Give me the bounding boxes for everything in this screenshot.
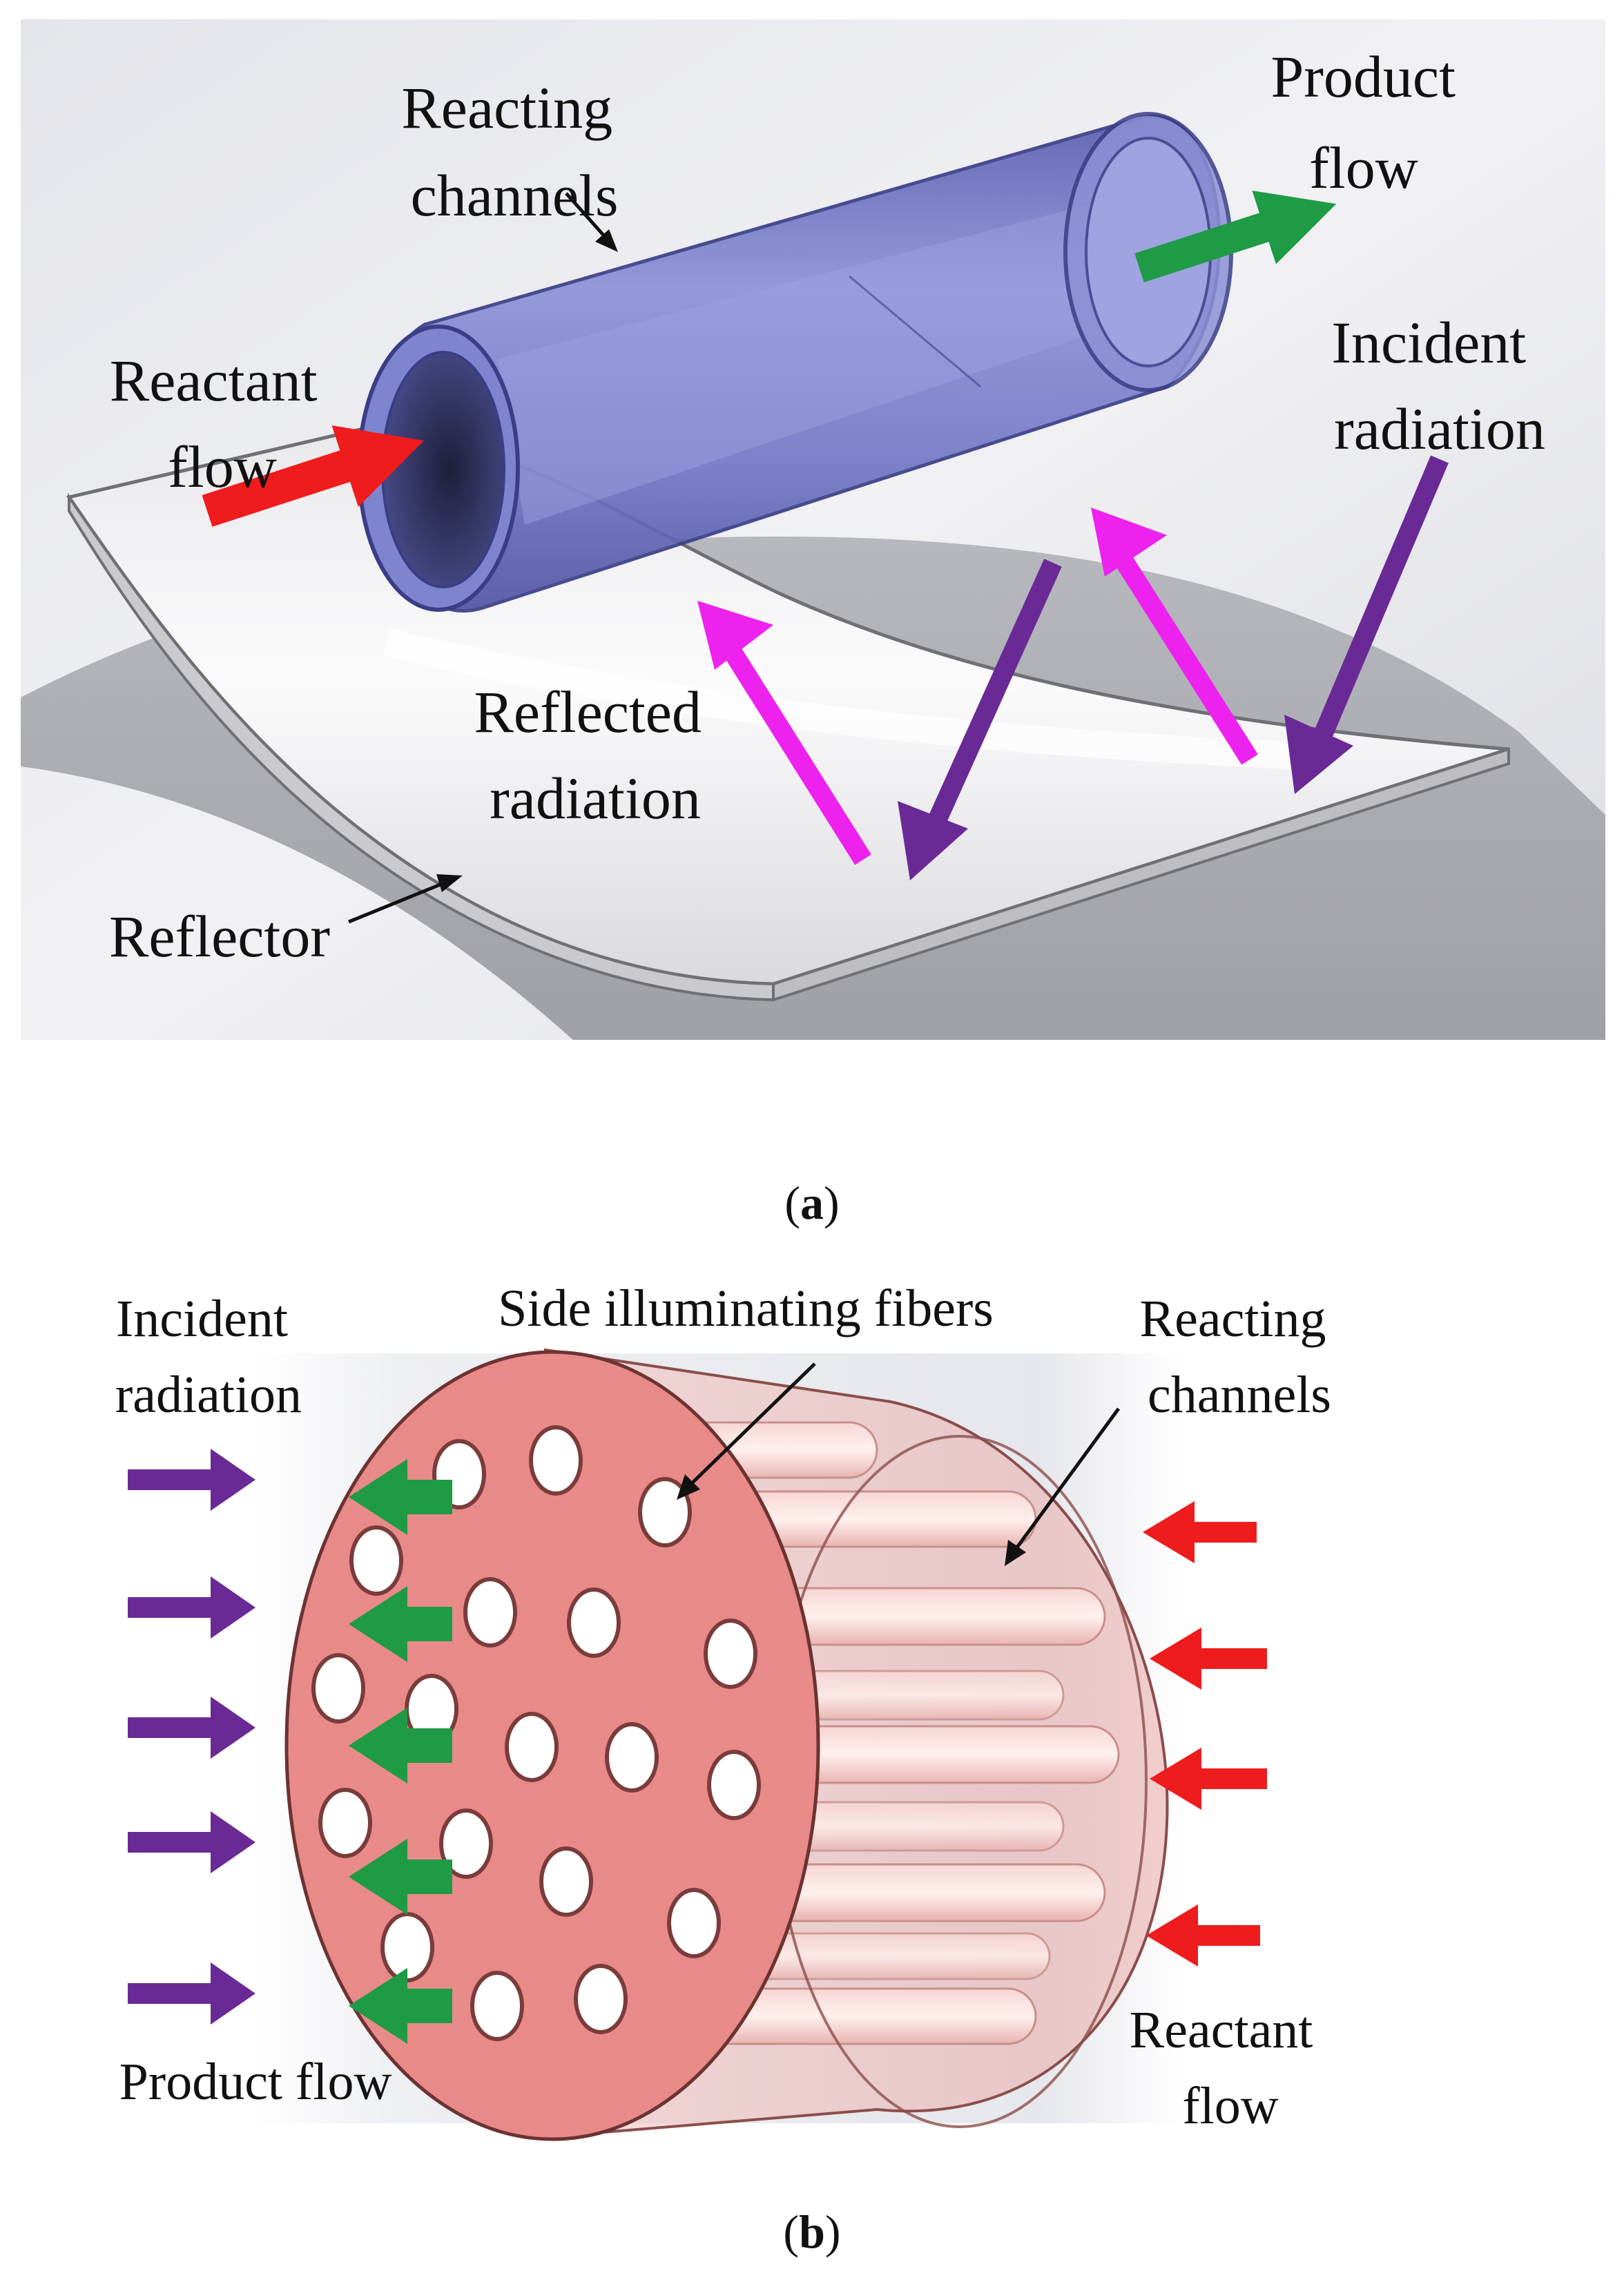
label-reflected-radiation: Reflected radiation	[474, 679, 717, 831]
leader-arrow-reacting-channels-b	[1005, 1407, 1121, 1566]
product-flow-arrow	[349, 1459, 452, 1535]
fiber-opening	[574, 1964, 628, 2034]
leader-arrow-reacting-channels	[565, 192, 618, 252]
incident-radiation-arrow	[128, 1697, 255, 1759]
product-flow-arrow	[349, 1839, 452, 1915]
fiber-opening	[318, 1788, 372, 1858]
fiber-opening	[470, 1971, 524, 2041]
fiber-opening	[529, 1425, 583, 1496]
label-reacting-channels-line1: Reacting	[401, 75, 612, 141]
reactant-flow-arrow	[1150, 1628, 1267, 1690]
product-flow-arrows-b	[349, 1459, 452, 2044]
reactant-flow-arrow	[1146, 1904, 1260, 1967]
caption-a: (a)	[784, 1177, 839, 1229]
caption-b: (b)	[783, 2205, 840, 2258]
incident-radiation-arrows-b	[128, 1449, 255, 2025]
reactant-flow-arrow	[1150, 1748, 1267, 1810]
reactant-flow-arrow	[1143, 1501, 1257, 1563]
label-incident-radiation-b: Incident radiation	[115, 1290, 302, 1424]
fiber-opening	[567, 1587, 621, 1658]
label-reacting-channels-b: Reacting channels	[1139, 1290, 1339, 1424]
fiber-opening	[311, 1653, 365, 1724]
product-flow-arrow	[349, 1586, 452, 1662]
panel-b: Incident radiation Side illuminating fib…	[115, 1280, 1339, 2258]
fiber-opening	[349, 1525, 403, 1596]
label-reactant-flow-a: Reactant flow	[110, 347, 332, 500]
incident-radiation-arrow	[898, 559, 1062, 880]
fiber-openings	[311, 1425, 761, 2041]
incident-radiation-arrow	[1284, 455, 1449, 794]
reactant-flow-arrows-b	[1143, 1501, 1267, 1967]
label-reactant-flow-b: Reactant flow	[1130, 2001, 1326, 2135]
reflected-radiation-arrow	[1091, 508, 1258, 765]
label-reacting-channels: Reacting channels	[401, 75, 627, 229]
incident-radiation-arrow	[128, 1576, 255, 1639]
panel-a: Reacting channels Product flow Reactant …	[21, 19, 1605, 1229]
fiber-opening	[605, 1722, 659, 1793]
fiber-opening	[463, 1577, 517, 1648]
label-reflector: Reflector	[109, 903, 330, 969]
label-product-flow-a: Product flow	[1270, 44, 1470, 201]
label-incident-radiation-a: Incident radiation	[1331, 309, 1545, 462]
fiber-opening	[707, 1750, 761, 1820]
fiber-opening	[539, 1846, 593, 1917]
leader-arrow-reflector	[348, 874, 463, 924]
leader-arrow-fibers	[677, 1362, 816, 1500]
reactant-flow-arrow	[202, 425, 424, 527]
fiber-opening	[439, 1808, 493, 1879]
fiber-opening	[505, 1712, 559, 1782]
product-flow-arrow	[1134, 191, 1337, 282]
fiber-opening	[667, 1888, 721, 1958]
label-product-flow-b: Product flow	[119, 2053, 392, 2111]
label-reacting-channels-line2: channels	[411, 162, 619, 229]
product-flow-arrow	[349, 1968, 452, 2044]
label-side-illuminating-fibers: Side illuminating fibers	[498, 1280, 994, 1338]
tube-inlet-opening	[381, 351, 505, 588]
fiber-opening	[704, 1619, 757, 1689]
incident-radiation-arrow	[128, 1962, 255, 2025]
incident-radiation-arrow	[128, 1811, 255, 1873]
product-flow-arrow	[349, 1708, 452, 1784]
incident-radiation-arrow	[128, 1449, 255, 1511]
fiber-opening	[638, 1477, 692, 1547]
reflected-radiation-arrow	[697, 601, 871, 865]
